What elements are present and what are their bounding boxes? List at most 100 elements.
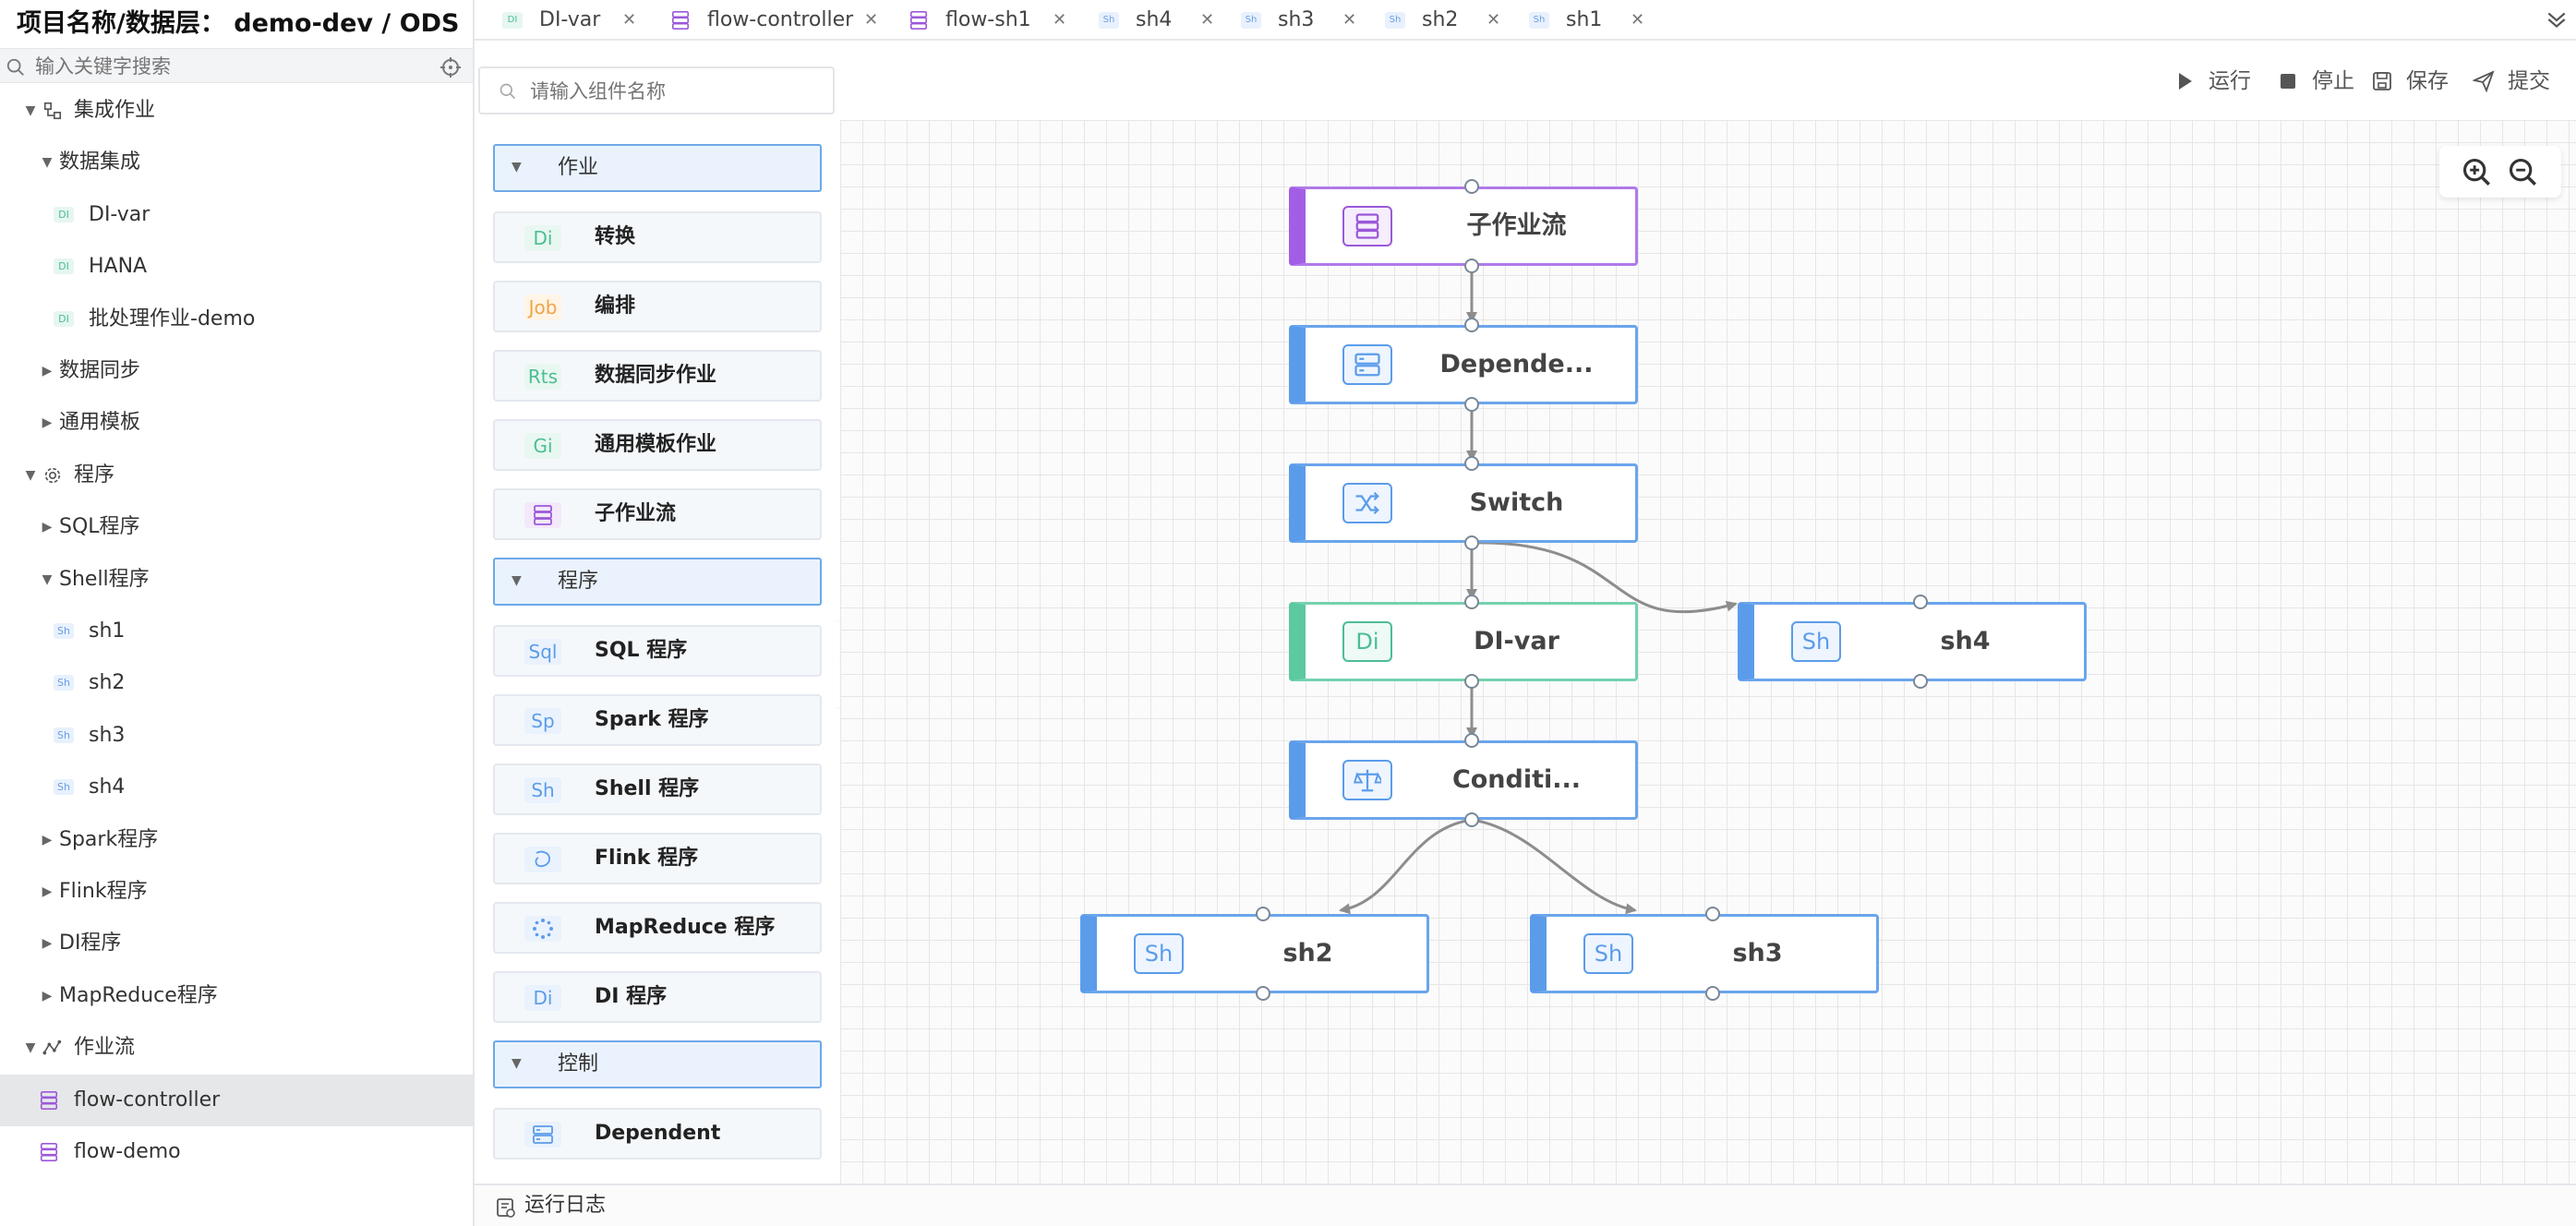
caret-right-icon[interactable]: ▶ (42, 364, 53, 379)
tree-node[interactable]: ▼集成作业 (0, 85, 473, 137)
caret-right-icon[interactable]: ▶ (42, 520, 53, 535)
input-port[interactable] (1705, 907, 1720, 921)
close-icon[interactable]: ✕ (1053, 10, 1067, 30)
stop-icon (2281, 74, 2295, 89)
input-port[interactable] (1256, 907, 1270, 921)
edge-condition-sh2[interactable] (1339, 818, 1473, 915)
output-port[interactable] (1464, 397, 1479, 412)
caret-down-icon[interactable]: ▼ (25, 467, 36, 483)
tree-node[interactable]: ▶MapReduce程序 (0, 970, 473, 1022)
palette-group-控制[interactable]: ▼控制 (493, 1040, 822, 1088)
caret-right-icon[interactable]: ▶ (42, 415, 53, 431)
close-icon[interactable]: ✕ (1200, 10, 1215, 30)
tree-node[interactable]: flow-demo (0, 1126, 473, 1178)
output-port[interactable] (1464, 812, 1479, 827)
tree-node[interactable]: ▼程序 (0, 450, 473, 501)
input-port[interactable] (1464, 456, 1479, 471)
palette-item[interactable]: Flink 程序 (493, 833, 822, 884)
input-port[interactable] (1464, 318, 1479, 332)
caret-down-icon[interactable]: ▼ (42, 571, 53, 587)
tree-search-input[interactable] (35, 53, 423, 80)
close-icon[interactable]: ✕ (1631, 10, 1645, 30)
zoom-in-icon[interactable] (2462, 157, 2493, 188)
edge-condition-sh3[interactable] (1471, 818, 1637, 915)
tab-flow-controller[interactable]: flow-controller✕ (670, 0, 883, 41)
tree-node[interactable]: ▶SQL程序 (0, 501, 473, 553)
close-icon[interactable]: ✕ (622, 10, 637, 30)
caret-down-icon[interactable]: ▼ (42, 155, 53, 171)
caret-down-icon[interactable]: ▼ (25, 1040, 36, 1056)
flow-node-condition[interactable]: Conditi... (1289, 740, 1638, 820)
tree-node[interactable]: ▶Spark程序 (0, 814, 473, 866)
palette-item[interactable]: Dependent (493, 1108, 822, 1160)
caret-right-icon[interactable]: ▶ (42, 936, 53, 952)
tree-node[interactable]: ▼作业流 (0, 1022, 473, 1074)
palette-group-作业[interactable]: ▼作业 (493, 144, 822, 192)
locate-icon[interactable] (439, 56, 462, 78)
output-port[interactable] (1464, 258, 1479, 273)
dependent-icon (1342, 344, 1392, 385)
input-port[interactable] (1464, 733, 1479, 748)
caret-right-icon[interactable]: ▶ (42, 884, 53, 899)
chevron-double-down-icon[interactable] (2545, 7, 2569, 31)
tree-node[interactable]: ▶Flink程序 (0, 866, 473, 918)
close-icon[interactable]: ✕ (1487, 10, 1501, 30)
input-port[interactable] (1464, 179, 1479, 194)
tree-node[interactable]: ▶通用模板 (0, 397, 473, 449)
tree-node[interactable]: ▶数据同步 (0, 345, 473, 397)
palette-group-程序[interactable]: ▼程序 (493, 558, 822, 606)
input-port[interactable] (1913, 595, 1928, 609)
flow-node-switch[interactable]: Switch (1289, 463, 1638, 543)
log-icon[interactable] (495, 1196, 517, 1219)
output-port[interactable] (1256, 986, 1270, 1001)
input-port[interactable] (1464, 595, 1479, 609)
tree-node[interactable]: ▶DI程序 (0, 918, 473, 969)
zoom-out-icon[interactable] (2508, 157, 2539, 188)
caret-down-icon[interactable]: ▼ (25, 103, 36, 118)
output-port[interactable] (1913, 674, 1928, 689)
palette-item[interactable]: 子作业流 (493, 488, 822, 540)
close-icon[interactable]: ✕ (864, 10, 879, 30)
tab-flow-sh1[interactable]: flow-sh1✕ (909, 0, 1071, 41)
output-port[interactable] (1705, 986, 1720, 1001)
palette-item[interactable]: MapReduce 程序 (493, 902, 822, 954)
tree-node[interactable]: flow-controller (0, 1074, 473, 1126)
output-port[interactable] (1464, 674, 1479, 689)
flow-node-subflow[interactable]: 子作业流 (1289, 186, 1638, 266)
close-icon[interactable]: ✕ (1342, 10, 1357, 30)
run-log-button[interactable]: 运行日志 (524, 1194, 607, 1217)
tree-node[interactable]: ▼Shell程序 (0, 554, 473, 606)
flow-node-dependent[interactable]: Depende... (1289, 325, 1638, 404)
caret-right-icon[interactable]: ▶ (42, 832, 53, 847)
component-search-input[interactable] (530, 78, 807, 105)
tree-node[interactable]: ▼数据集成 (0, 137, 473, 188)
caret-right-icon[interactable]: ▶ (42, 988, 53, 1004)
edge-switch-sh4[interactable] (1471, 541, 1738, 614)
output-port[interactable] (1464, 535, 1479, 550)
